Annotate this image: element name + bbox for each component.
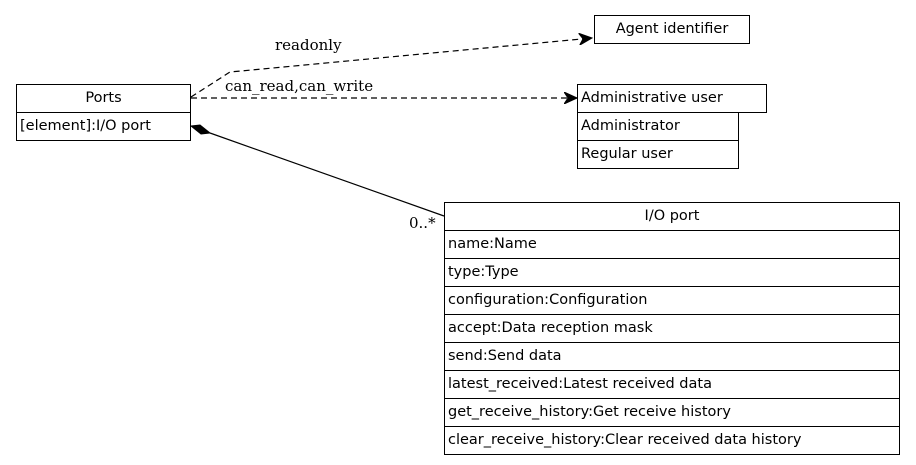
node-attribute: Regular user [577,140,739,169]
node-attribute: name:Name [444,230,900,259]
node-administrative-user: Administrative user Administrator Regula… [577,84,767,169]
edge-label-can-read-can-write: can_read,can_write [225,77,374,95]
node-attribute: send:Send data [444,342,900,371]
node-title: Ports [16,84,191,113]
node-attribute: clear_receive_history:Clear received dat… [444,426,900,455]
node-attribute: configuration:Configuration [444,286,900,315]
node-title: Administrative user [577,84,767,113]
node-agent-identifier: Agent identifier [594,15,750,44]
composition-diamond-icon [189,124,212,135]
node-attribute: get_receive_history:Get receive history [444,398,900,427]
node-attribute: latest_received:Latest received data [444,370,900,399]
node-attribute: Administrator [577,112,739,141]
edge-label-readonly: readonly [275,36,342,54]
node-attribute: accept:Data reception mask [444,314,900,343]
node-title: Agent identifier [594,15,750,44]
node-io-port: I/O port name:Name type:Type configurati… [444,202,900,455]
edge-ports-to-io-port [209,132,445,217]
node-attribute: type:Type [444,258,900,287]
node-attribute: [element]:I/O port [16,112,191,141]
edge-multiplicity: 0..* [409,214,436,232]
edge-ports-to-agent-identifier [190,38,592,98]
node-title: I/O port [444,202,900,231]
node-ports: Ports [element]:I/O port [16,84,191,141]
